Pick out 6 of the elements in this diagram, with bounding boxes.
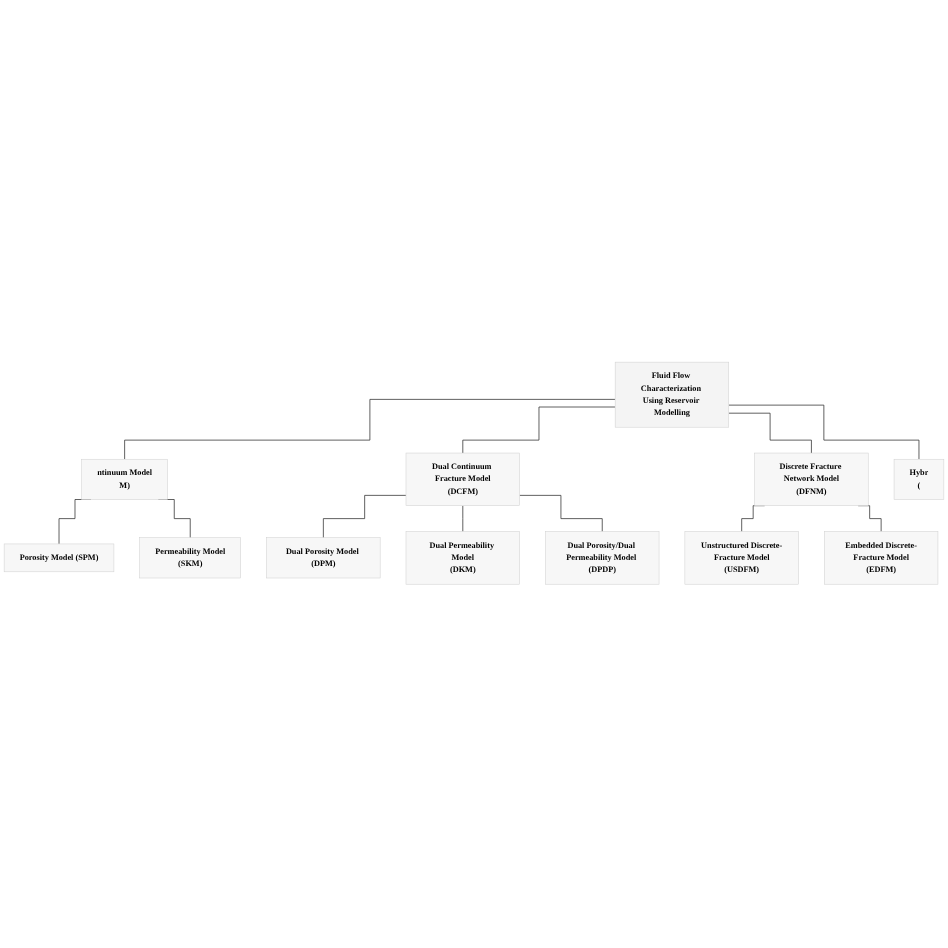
connector: [462, 407, 616, 455]
connector: [322, 495, 407, 539]
connector: [519, 495, 603, 533]
connector: [728, 405, 920, 461]
connector: [124, 399, 616, 461]
connector: [728, 413, 812, 455]
